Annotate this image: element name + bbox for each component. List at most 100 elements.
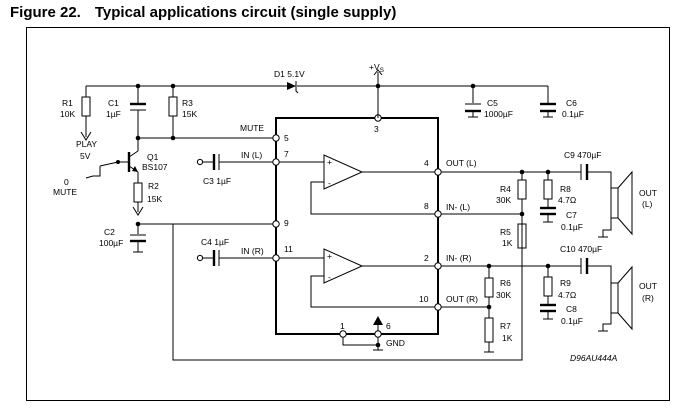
figure-number: Figure 22. — [10, 4, 81, 21]
c7-value: 0.1µF — [561, 222, 583, 232]
figure-title: Figure 22. Typical applications circuit (… — [10, 4, 396, 21]
capacitor-c9 — [580, 164, 603, 180]
c10-label: C10 470µF — [560, 244, 602, 254]
mute-pin-label: MUTE — [240, 123, 264, 133]
drawing-code: D96AU444A — [570, 353, 618, 363]
c5-value: 1000µF — [484, 109, 513, 119]
supply-rail — [86, 72, 548, 118]
junction-dots — [135, 83, 551, 348]
resistor-r3 — [168, 86, 178, 138]
capacitor-c5 — [465, 86, 481, 118]
r6-value: 30K — [496, 290, 511, 300]
r7-name: R7 — [500, 321, 511, 331]
pin-3: 3 — [374, 124, 379, 134]
c9-label: C9 470µF — [564, 150, 602, 160]
switch-zero: 0 — [64, 177, 69, 187]
out-left-label: OUT (L) — [446, 158, 477, 168]
capacitor-c7 — [540, 206, 556, 223]
speaker-right-channel: (R) — [642, 293, 654, 303]
c5-name: C5 — [487, 98, 498, 108]
r2-value: 15K — [147, 194, 162, 204]
capacitor-c8 — [540, 303, 556, 320]
pin-8: 8 — [424, 201, 429, 211]
in-minus-right-label: IN- (R) — [446, 253, 472, 263]
capacitor-c3 — [196, 154, 273, 170]
r6-name: R6 — [500, 278, 511, 288]
c6-name: C6 — [566, 98, 577, 108]
amp-left-minus: - — [328, 178, 331, 188]
mute-switch-label: MUTE — [53, 187, 77, 197]
speaker-left-label: OUT — [639, 188, 657, 198]
r9-name: R9 — [560, 278, 571, 288]
ic-pins — [272, 114, 442, 338]
c1-name: C1 — [108, 98, 119, 108]
gnd-label: GND — [386, 338, 405, 348]
capacitor-c2 — [130, 224, 146, 253]
pin-7: 7 — [284, 149, 289, 159]
resistor-r9 — [543, 266, 553, 304]
play-voltage: 5V — [80, 151, 91, 161]
out-right-pin-label: OUT (R) — [446, 294, 478, 304]
capacitor-c10 — [580, 258, 603, 274]
pin-11: 11 — [284, 244, 293, 254]
out-left-wiring — [441, 171, 581, 215]
ic-internal-wiring — [276, 161, 438, 308]
speaker-left-channel: (L) — [642, 199, 653, 209]
r5-name: R5 — [500, 227, 511, 237]
d1-label: D1 5.1V — [274, 69, 305, 79]
capacitor-c6 — [540, 86, 556, 118]
pin9-bottom-loop — [172, 214, 523, 361]
c8-value: 0.1µF — [561, 316, 583, 326]
r8-name: R8 — [560, 184, 571, 194]
c2-value: 100µF — [99, 238, 123, 248]
c8-name: C8 — [566, 304, 577, 314]
r4-value: 30K — [496, 195, 511, 205]
in-right-label: IN (R) — [241, 246, 264, 256]
resistor-r6 — [484, 266, 494, 307]
resistor-r7 — [484, 307, 494, 353]
pin-9: 9 — [284, 218, 289, 228]
r7-value: 1K — [502, 333, 513, 343]
vs-label: +VS — [369, 62, 385, 74]
amp-right-plus: + — [327, 251, 332, 261]
r5-value: 1K — [502, 238, 513, 248]
q1-name: Q1 — [147, 152, 159, 162]
vs-arrow — [373, 69, 383, 76]
ground-pins — [342, 316, 383, 351]
pin-1: 1 — [340, 321, 345, 331]
in-left-label: IN (L) — [241, 150, 262, 160]
mute-play-switch — [85, 161, 119, 179]
amplifier-right — [323, 248, 364, 284]
q1-value: BS107 — [142, 162, 168, 172]
r3-name: R3 — [182, 98, 193, 108]
resistor-r4 — [517, 172, 527, 214]
resistor-r8 — [543, 172, 553, 207]
transistor-q1 — [116, 138, 139, 183]
resistor-r5 — [517, 214, 527, 360]
r8-value: 4.7Ω — [558, 195, 576, 205]
pin-6: 6 — [386, 321, 391, 331]
pin-5: 5 — [284, 133, 289, 143]
ic-body — [275, 117, 439, 335]
r9-value: 4.7Ω — [558, 290, 576, 300]
r2-name: R2 — [148, 181, 159, 191]
resistor-r1 — [80, 86, 92, 141]
figure-frame — [26, 27, 670, 401]
resistor-r2 — [132, 182, 144, 216]
pin-10: 10 — [419, 294, 429, 304]
c1-value: 1µF — [106, 109, 121, 119]
speaker-right-label: OUT — [639, 281, 657, 291]
c7-name: C7 — [566, 210, 577, 220]
c2-name: C2 — [104, 227, 115, 237]
figure-caption: Typical applications circuit (single sup… — [94, 4, 397, 21]
r1-name: R1 — [62, 98, 73, 108]
c6-value: 0.1µF — [562, 109, 584, 119]
speaker-left — [598, 170, 633, 238]
capacitor-c1 — [130, 86, 146, 138]
amplifier-left — [323, 154, 364, 190]
play-label: PLAY — [76, 139, 97, 149]
pin-4: 4 — [424, 158, 429, 168]
c3-label: C3 1µF — [203, 176, 231, 186]
c4-label: C4 1µF — [201, 237, 229, 247]
